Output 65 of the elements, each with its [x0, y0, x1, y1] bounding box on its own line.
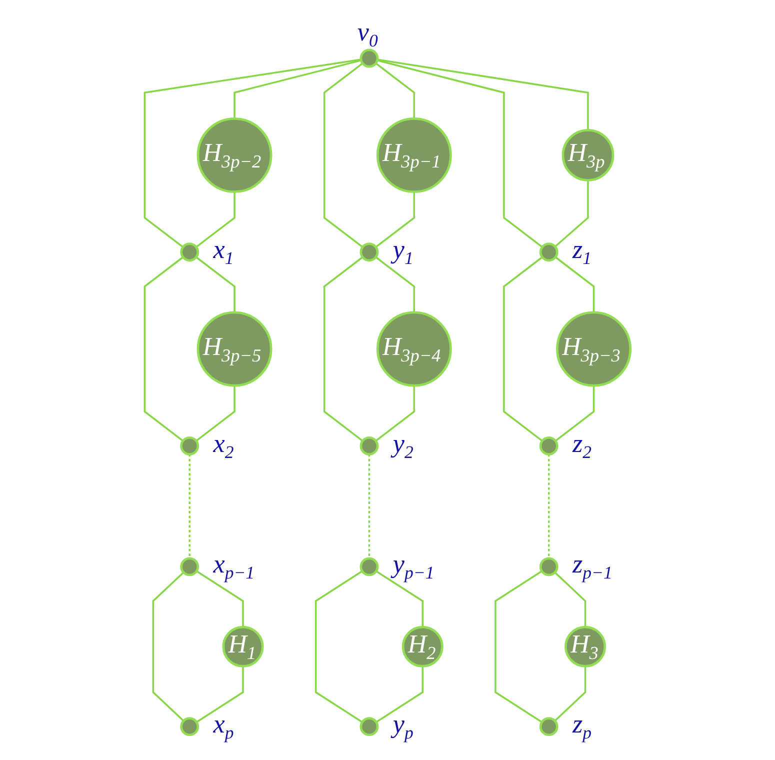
connector — [196, 666, 244, 723]
vertex-label: y$_{2}$ — [392, 428, 414, 462]
connector — [376, 570, 424, 628]
vertex-label: v$_{0}$ — [357, 18, 378, 50]
connector — [375, 192, 416, 248]
vertex-label: y$_{p−1}$ — [392, 550, 434, 583]
node-circle: H$_{3p−4}$ — [376, 311, 452, 387]
vertex-label: z$_{1}$ — [572, 235, 592, 268]
connector — [323, 256, 364, 442]
node-circle — [360, 436, 379, 456]
connector — [554, 666, 586, 722]
connector — [377, 59, 543, 248]
connector — [144, 256, 184, 442]
node-circle — [539, 717, 558, 736]
connector — [494, 570, 542, 723]
connector — [196, 192, 236, 248]
vertex-label: z$_{p−1}$ — [572, 550, 612, 583]
node-circle — [360, 557, 379, 576]
node-circle — [539, 242, 558, 262]
connector — [554, 180, 589, 248]
node-circle: H$_{3p−1}$ — [376, 117, 452, 193]
vertex-label: x$_{2}$ — [213, 428, 234, 462]
connector — [554, 572, 586, 628]
connector — [554, 256, 595, 312]
connector — [196, 386, 236, 442]
vertex-label: z$_{p}$ — [572, 710, 592, 742]
node-circle: H$_{3}$ — [564, 626, 606, 668]
node-circle: H$_{3p}$ — [562, 129, 614, 182]
connector — [375, 62, 416, 119]
node-circle: H$_{1}$ — [222, 626, 264, 668]
connector — [548, 454, 550, 558]
node-circle: H$_{3p−3}$ — [556, 311, 632, 387]
vertex-label: x$_{p−1}$ — [213, 550, 255, 583]
connector — [314, 570, 363, 723]
connector — [377, 58, 589, 130]
connector — [554, 386, 595, 442]
node-circle — [180, 557, 200, 576]
connector — [323, 62, 364, 248]
node-circle — [539, 436, 558, 456]
node-circle: H$_{3p−2}$ — [196, 117, 272, 193]
connector — [503, 256, 543, 442]
node-circle — [360, 48, 379, 68]
vertex-label: z$_{2}$ — [572, 428, 592, 462]
vertex-label: x$_{1}$ — [213, 235, 234, 268]
connector — [376, 666, 424, 723]
connector — [196, 570, 244, 628]
vertex-label: y$_{p}$ — [392, 710, 414, 742]
connector — [234, 59, 362, 119]
connector — [152, 572, 184, 722]
connector — [144, 58, 362, 248]
node-circle — [180, 242, 200, 262]
vertex-label: x$_{p}$ — [213, 710, 234, 742]
vertex-label: y$_{1}$ — [392, 235, 414, 268]
node-circle — [180, 436, 200, 456]
node-circle: H$_{2}$ — [402, 626, 444, 668]
node-circle — [360, 717, 379, 736]
connector — [188, 454, 190, 558]
node-circle: H$_{3p−5}$ — [196, 311, 272, 387]
connector — [196, 256, 236, 312]
node-circle — [539, 557, 558, 576]
connector — [375, 256, 416, 312]
connector — [375, 386, 416, 442]
node-circle — [360, 242, 379, 262]
node-circle — [180, 717, 200, 736]
connector — [368, 454, 370, 558]
